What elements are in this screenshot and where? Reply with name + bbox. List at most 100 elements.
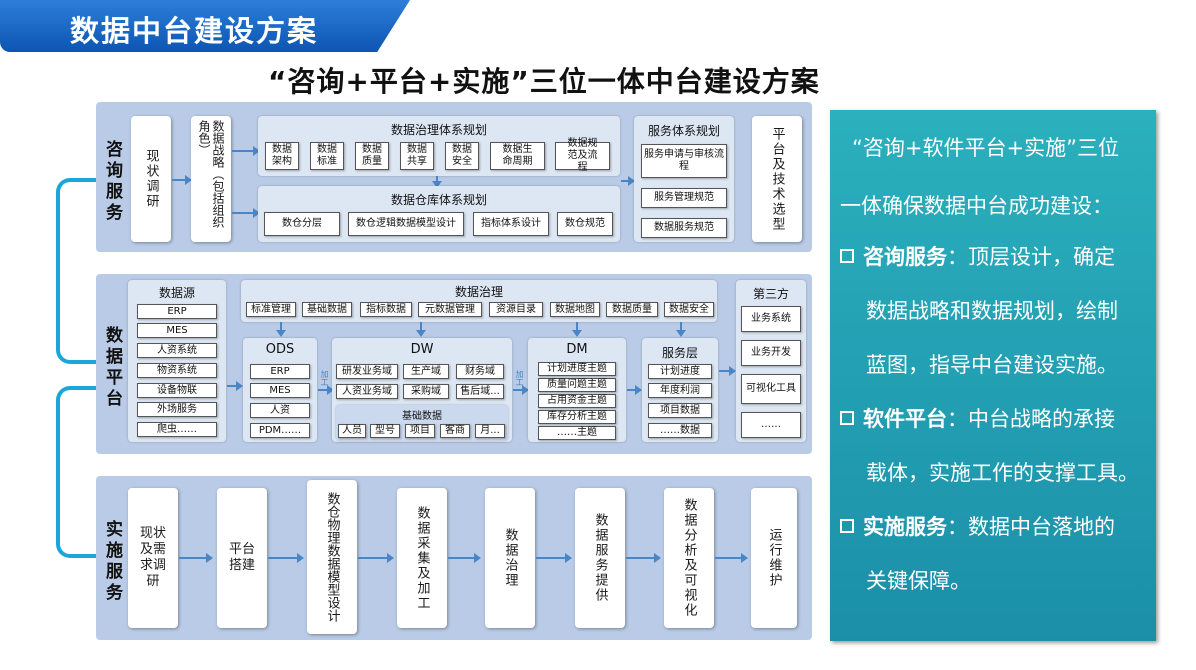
consult-gov-item: 数据架构 xyxy=(265,142,299,170)
impl-step-text: 数仓物理数据模型设计 xyxy=(324,492,340,622)
impl-step-card: 数据服务提供 xyxy=(575,488,625,628)
platform-source-item: 爬虫…… xyxy=(137,422,217,437)
platform-base-item: 客商 xyxy=(440,424,470,438)
impl-step-text: 平台搭建 xyxy=(228,542,255,573)
platform-sources-title: 数据源 xyxy=(158,286,195,300)
impl-step-card: 现状及需求调研 xyxy=(128,488,178,628)
arrow xyxy=(232,208,260,218)
arrow xyxy=(268,553,304,563)
platform-base-item: 人员 xyxy=(338,424,366,438)
platform-base-item: 型号 xyxy=(370,424,400,438)
impl-step-card: 平台搭建 xyxy=(217,488,267,628)
consult-gov-item: 数据标准 xyxy=(310,142,344,170)
platform-ods-title: ODS xyxy=(265,342,295,357)
platform-dw-item: 研发业务域 xyxy=(336,364,398,379)
arrow xyxy=(358,553,394,563)
platform-base-item: 项目 xyxy=(405,424,435,438)
platform-label: 数据平台 xyxy=(102,326,122,410)
info-b2-title: 软件平台 xyxy=(863,407,947,431)
platform-ods-item: ERP xyxy=(250,364,310,379)
platform-ods-item: PDM…… xyxy=(250,423,310,438)
consult-gov-item: 数据生命周期 xyxy=(490,142,545,170)
platform-third-item: …… xyxy=(741,412,801,438)
platform-svc-item: 项目数据 xyxy=(648,403,712,418)
consult-strategy-card: 数据战略（包括组织角色） xyxy=(191,116,231,242)
info-bullet-3: 实施服务：数据中台落地的 xyxy=(840,511,1115,541)
consult-gov-item: 数据安全 xyxy=(445,142,479,170)
platform-gov-item: 数据质量 xyxy=(606,302,658,317)
impl-step-card: 运行维护 xyxy=(751,488,797,628)
platform-gov-item: 数据安全 xyxy=(664,302,714,317)
platform-source-item: 外场服务 xyxy=(137,402,217,417)
platform-base-title: 基础数据 xyxy=(402,411,442,422)
arrow xyxy=(719,366,736,376)
arrow xyxy=(627,385,642,395)
platform-dw-item: 生产域 xyxy=(403,364,449,379)
impl-step-text: 数据治理 xyxy=(502,528,518,588)
info-b3-text: ：数据中台落地的 xyxy=(947,515,1115,539)
arrow xyxy=(676,322,686,337)
impl-step-card: 数据采集及加工 xyxy=(397,488,447,628)
platform-dm-title: DM xyxy=(566,342,588,357)
arrow xyxy=(715,553,748,563)
arrow xyxy=(416,322,426,337)
platform-source-item: MES xyxy=(137,323,217,338)
info-b1-title: 咨询服务 xyxy=(863,245,947,269)
platform-gov-item: 数据地图 xyxy=(550,302,600,317)
platform-dw-title: DW xyxy=(410,342,434,357)
bullet-square-icon xyxy=(840,519,854,533)
consult-label: 咨询服务 xyxy=(102,140,122,224)
platform-gov-item: 标准管理 xyxy=(246,302,296,317)
impl-step-text: 现状及需求调研 xyxy=(139,526,166,589)
arrow xyxy=(172,175,192,185)
platform-svc-item: 年度利润 xyxy=(648,383,712,398)
info-intro-2: 一体确保数据中台成功建设： xyxy=(840,194,1113,218)
impl-step-text: 数据分析及可视化 xyxy=(681,498,697,618)
platform-gov-title: 数据治理 xyxy=(454,285,503,299)
arrow xyxy=(232,146,260,156)
info-b1-text: ：顶层设计，确定 xyxy=(947,245,1115,269)
impl-step-card: 数仓物理数据模型设计 xyxy=(307,480,357,634)
platform-ods-item: MES xyxy=(250,383,310,398)
info-b1-line-2: 数据战略和数据规划，绘制 xyxy=(866,299,1118,323)
bullet-square-icon xyxy=(840,249,854,263)
connector-bracket-top xyxy=(56,178,96,364)
platform-dm-item: 计划进度主题 xyxy=(538,362,616,376)
platform-third-item: 可视化工具 xyxy=(741,374,801,404)
platform-third-item: 业务系统 xyxy=(741,306,801,332)
arrow xyxy=(276,322,286,337)
platform-dw-item: 采购域 xyxy=(403,384,449,399)
platform-source-item: 物资系统 xyxy=(137,363,217,378)
arrow xyxy=(318,385,334,395)
platform-source-item: 设备物联 xyxy=(137,383,217,398)
consult-svc-title: 服务体系规划 xyxy=(647,124,720,138)
platform-dw-item: 人资业务域 xyxy=(336,384,398,399)
platform-gov-item: 指标数据 xyxy=(360,302,412,317)
arrow xyxy=(432,176,442,188)
consult-wh-item: 指标体系设计 xyxy=(473,212,549,236)
consult-research-text: 现状调研 xyxy=(143,149,159,209)
platform-source-item: ERP xyxy=(137,304,217,319)
bullet-square-icon xyxy=(840,411,854,425)
arrow xyxy=(179,553,213,563)
platform-dm-item: ……主题 xyxy=(538,426,616,440)
platform-ods-item: 人资 xyxy=(250,403,310,418)
consult-gov-title: 数据治理体系规划 xyxy=(390,123,487,137)
impl-step-text: 运行维护 xyxy=(766,528,782,588)
info-b2-line-2: 载体，实施工作的支撑工具。 xyxy=(866,461,1139,485)
platform-svc-item: ……数据 xyxy=(648,423,712,438)
platform-dm-item: 占用资金主题 xyxy=(538,394,616,408)
platform-base-item: 月... xyxy=(475,424,505,438)
consult-gov-item: 数据规范及流程 xyxy=(555,138,610,173)
arrow xyxy=(621,176,635,186)
info-bullet-2: 软件平台：中台战略的承接 xyxy=(840,403,1115,433)
info-b3-title: 实施服务 xyxy=(863,515,947,539)
consult-wh-item: 数仓逻辑数据模型设计 xyxy=(348,212,464,236)
platform-gov-item: 资源目录 xyxy=(489,302,543,317)
info-b1-line-3: 蓝图，指导中台建设实施。 xyxy=(866,353,1118,377)
info-b2-text: ：中台战略的承接 xyxy=(947,407,1115,431)
consult-wh-title: 数据仓库体系规划 xyxy=(390,193,487,207)
info-b3-line-2: 关键保障。 xyxy=(866,569,971,593)
impl-step-text: 数据服务提供 xyxy=(592,513,608,603)
consult-svc-item: 服务管理规范 xyxy=(641,188,727,208)
